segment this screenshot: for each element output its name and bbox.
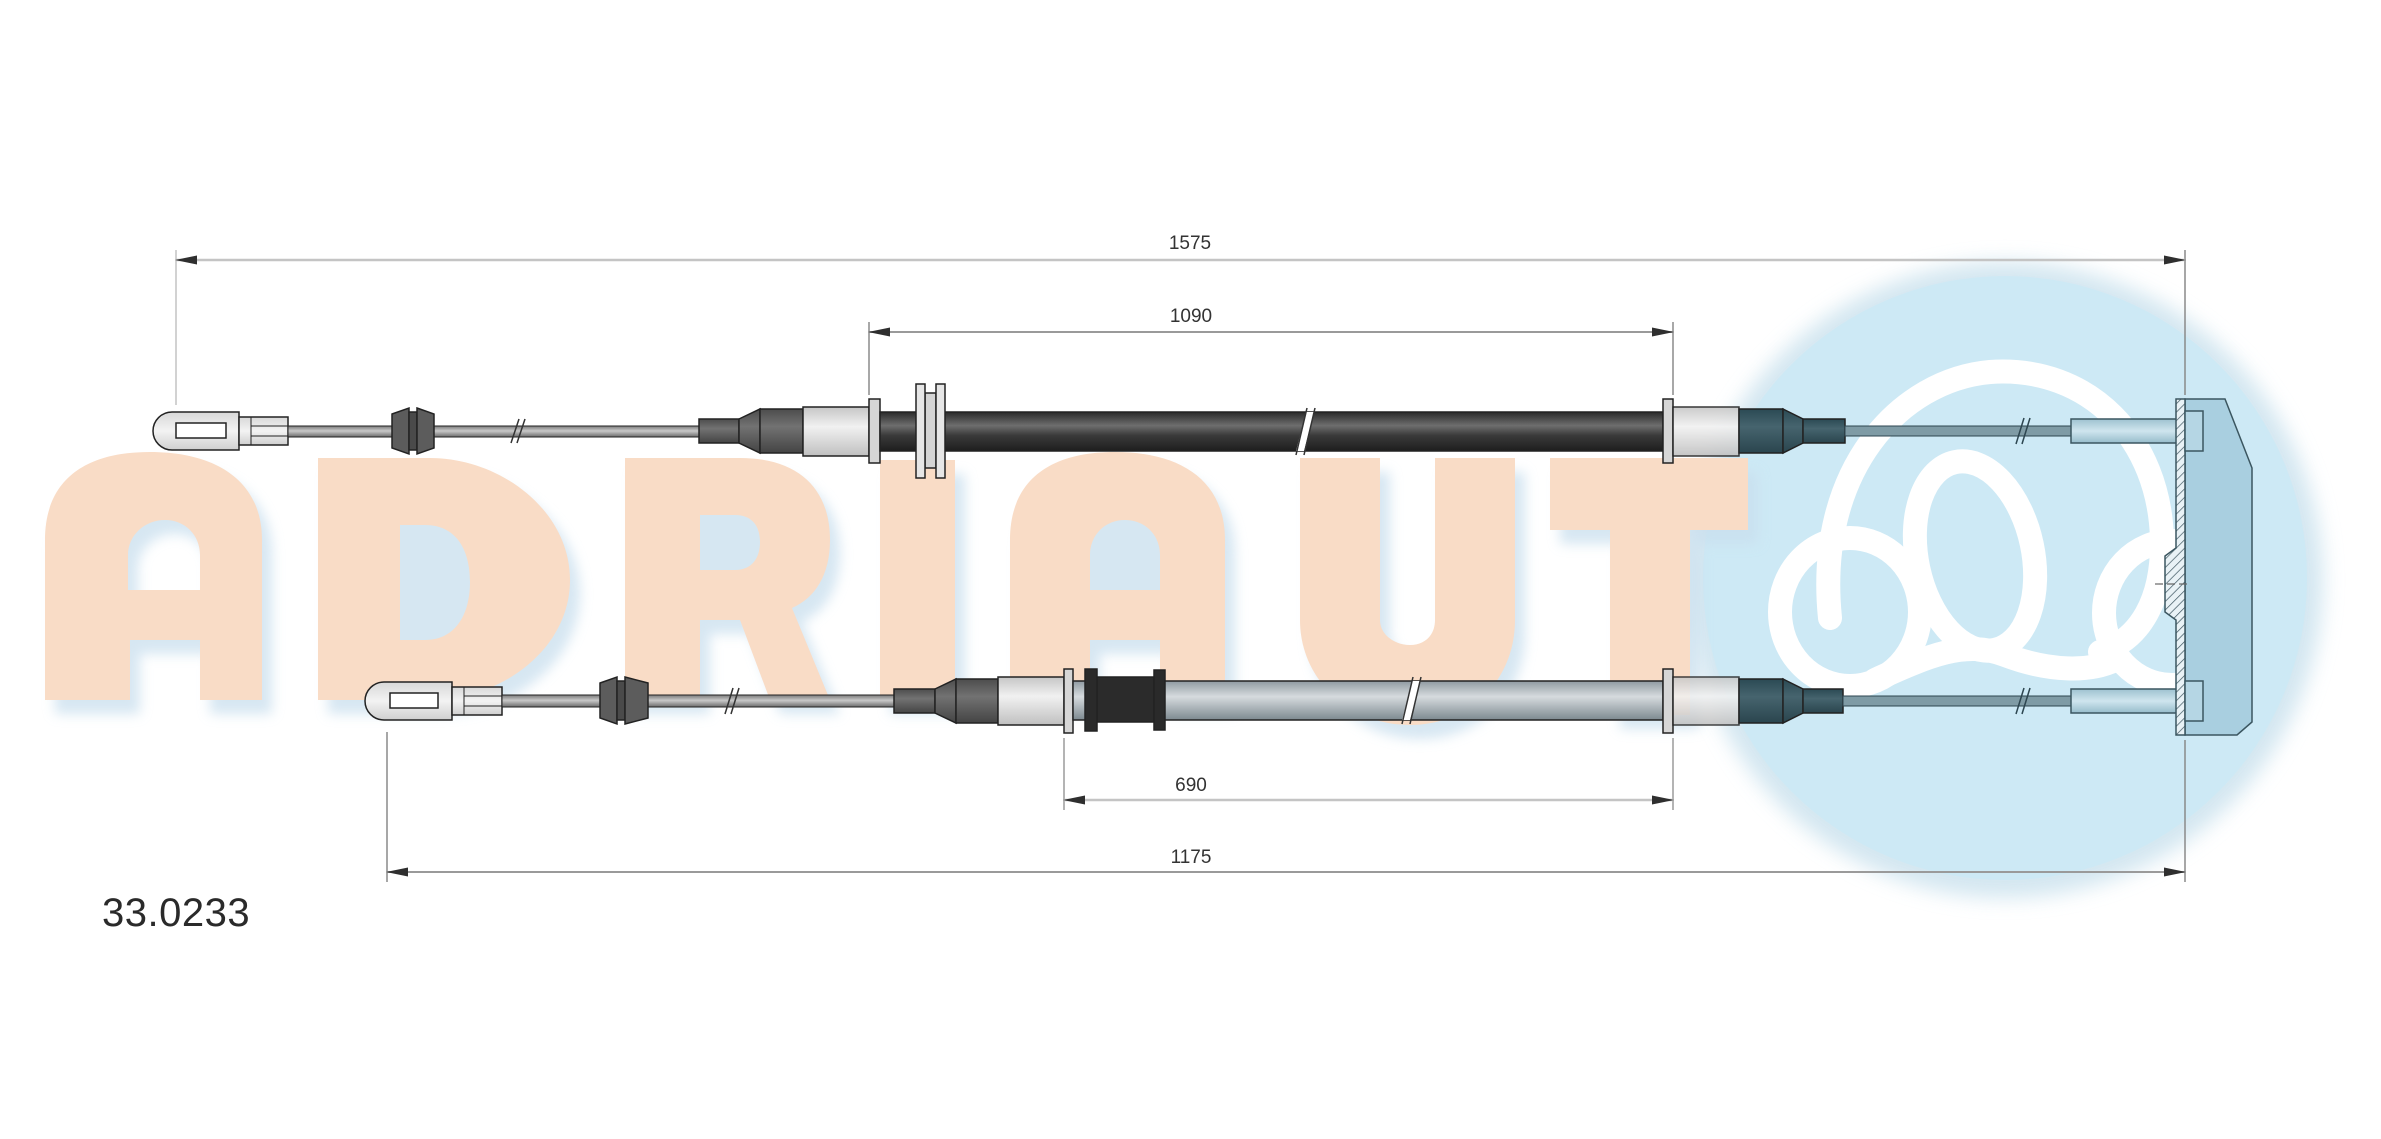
- grommet-icon: [391, 406, 410, 456]
- watermark-adriaut: [45, 452, 1758, 739]
- outer-sheath-bottom: [1072, 680, 1664, 721]
- part-number: 33.0233: [102, 891, 251, 935]
- grommet-icon: [599, 675, 618, 726]
- equalizer-bracket: [2155, 398, 2253, 736]
- dimension-label-1175: 1175: [1170, 847, 1212, 868]
- logo-loops-icon: [1768, 359, 2252, 698]
- flange-icon: [868, 398, 881, 464]
- dimension-label-690: 690: [1175, 775, 1207, 796]
- bottom-cable: [364, 668, 2186, 734]
- outer-sheath-top: [879, 411, 1664, 452]
- dimension-label-1575: 1575: [1168, 233, 1212, 254]
- dimension-lines: [175, 250, 2186, 882]
- dimension-label-1090: 1090: [1169, 306, 1213, 327]
